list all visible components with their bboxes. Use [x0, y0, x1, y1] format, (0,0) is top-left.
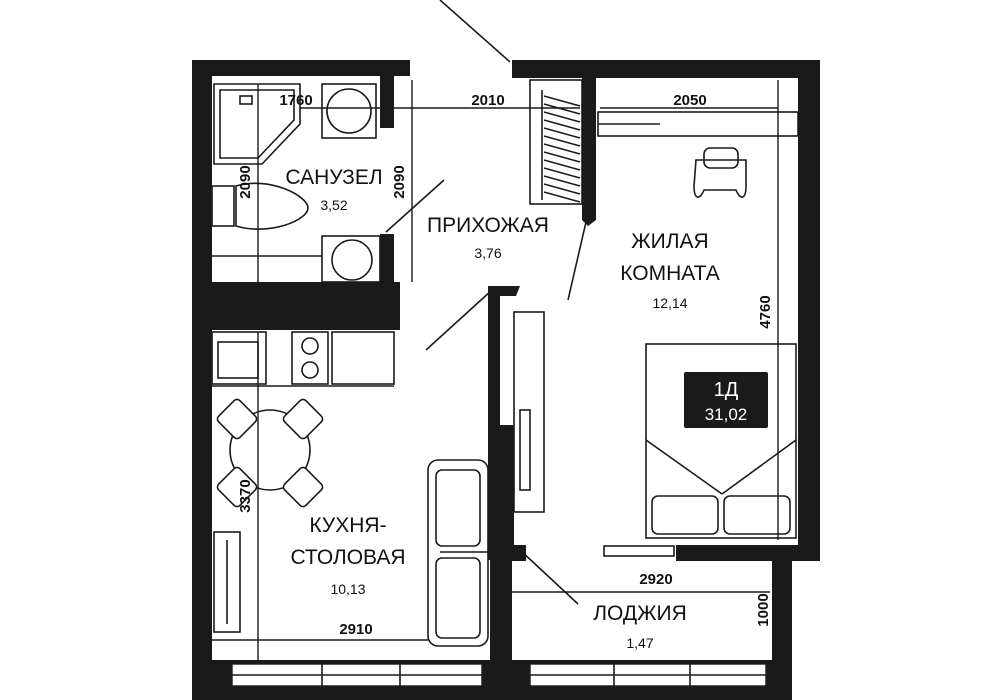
wardrobe-hatch-line	[543, 143, 581, 155]
wardrobe-hatch-line	[543, 175, 581, 187]
room-living-area: 12,14	[652, 295, 687, 311]
dim-bath-height-left: 2090	[237, 165, 254, 198]
radiator	[603, 545, 675, 557]
wardrobe-hatch-line	[543, 111, 581, 123]
apartment-badge: 1Д 31,02	[684, 372, 768, 428]
room-living-name-2: КОМНАТА	[620, 262, 720, 285]
room-loggia-area: 1,47	[626, 635, 653, 651]
wardrobe-hatch-line	[543, 191, 581, 203]
badge-background	[684, 372, 768, 428]
kitchen-furniture	[211, 331, 489, 647]
wall-bath-right-top	[380, 76, 394, 128]
wardrobe-hatch-line	[543, 95, 581, 107]
dim-bath-height-right: 2090	[391, 165, 408, 198]
washing-machine	[321, 83, 377, 139]
windows	[231, 663, 767, 687]
room-bathroom-name: САНУЗЕЛ	[285, 166, 382, 189]
wardrobe-hatch-line	[543, 151, 581, 163]
shower-drain	[239, 95, 253, 105]
dim-loggia-height: 1000	[755, 593, 772, 626]
room-hallway-area: 3,76	[474, 245, 501, 261]
wardrobe-hatch-line	[543, 183, 581, 195]
wall-wardrobe-right	[582, 76, 596, 216]
wall-bath-bottom	[192, 282, 400, 330]
bathroom-fixtures	[211, 83, 381, 283]
chair-4	[282, 466, 324, 508]
tv-icon	[519, 409, 531, 491]
wall-corner-piece	[582, 212, 596, 226]
door-lines	[385, 0, 587, 605]
wall-left-outer	[192, 60, 212, 665]
room-living-name-1: ЖИЛАЯ	[631, 230, 708, 253]
wall-partition-mid	[500, 425, 514, 545]
toilet-tank	[211, 185, 235, 227]
kitchen-counter	[331, 331, 395, 385]
dim-living-height: 4760	[757, 295, 774, 328]
dim-loggia-width: 2920	[639, 571, 672, 588]
cooktop	[291, 331, 329, 385]
kitchen-sink	[211, 331, 267, 385]
wardrobe-hatch-line	[543, 103, 581, 115]
armchair-icon	[693, 159, 747, 198]
badge-type: 1Д	[714, 379, 739, 401]
wall-right-outer	[798, 60, 820, 560]
dim-living-width: 2050	[673, 92, 706, 109]
wardrobe-hatch-line	[543, 167, 581, 179]
badge-area: 31,02	[705, 405, 748, 424]
dim-bath-width: 1760	[279, 92, 312, 109]
dim-kitchen-width: 2910	[339, 621, 372, 638]
bed-pillow-left	[651, 495, 719, 535]
wall-top-right	[512, 60, 820, 78]
wall-kitchen-living	[488, 286, 520, 560]
room-hallway-name: ПРИХОЖАЯ	[427, 214, 549, 237]
wardrobe-hatch-line	[543, 135, 581, 147]
wardrobe-hatch-line	[543, 127, 581, 139]
chair-3	[216, 466, 258, 508]
shower-tray	[213, 83, 301, 165]
sofa	[427, 459, 489, 647]
wall-bath-right-bottom	[380, 234, 394, 289]
wall-loggia-right	[772, 561, 792, 665]
room-bathroom-area: 3,52	[320, 197, 347, 213]
wall-top-left	[192, 60, 410, 76]
wall-kitchen-loggia	[490, 560, 512, 665]
dim-kitchen-height: 3370	[237, 479, 254, 512]
room-kitchen-area: 10,13	[330, 581, 365, 597]
room-loggia-name: ЛОДЖИЯ	[593, 602, 687, 625]
room-kitchen-name-2: СТОЛОВАЯ	[290, 546, 405, 569]
wardrobe	[529, 79, 583, 205]
wardrobe-hatch-line	[543, 159, 581, 171]
dimension-labels: 1760 2010 2050 2090 2090 4760 3370 2910 …	[237, 92, 774, 638]
chair-1	[216, 398, 258, 440]
wall-loggia-top	[676, 545, 820, 561]
dining-table	[229, 409, 311, 491]
bed-pillow-right	[723, 495, 791, 535]
dim-hall-width: 2010	[471, 92, 504, 109]
wardrobe-hatch-line	[543, 119, 581, 131]
dimension-lines	[212, 80, 779, 660]
chair-2	[282, 398, 324, 440]
room-labels: САНУЗЕЛ 3,52 ПРИХОЖАЯ 3,76 ЖИЛАЯ КОМНАТА…	[285, 166, 719, 651]
room-kitchen-name-1: КУХНЯ-	[309, 514, 386, 537]
wall-loggia-stub	[512, 545, 526, 561]
